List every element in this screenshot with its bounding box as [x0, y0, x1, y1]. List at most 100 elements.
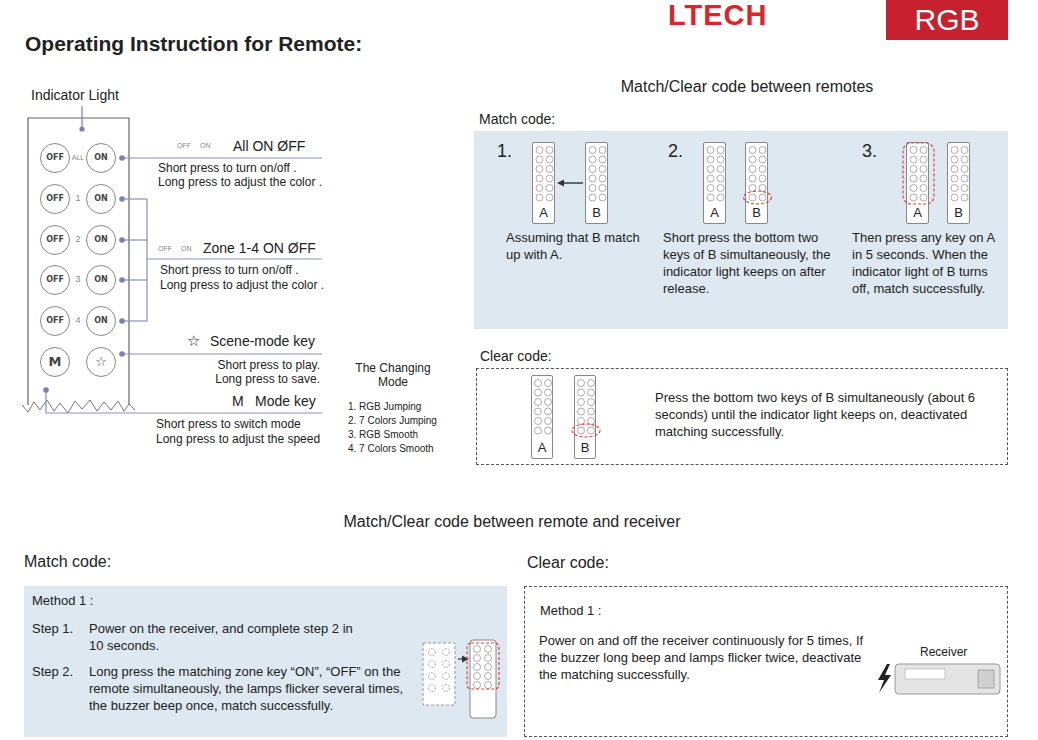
torn-edge: [22, 400, 135, 413]
node-text: Assuming that B match up with A.: [506, 230, 656, 264]
brand-logo: LTECH: [668, 0, 768, 33]
zone-label: 1: [75, 193, 80, 204]
callout-label: Indicator Light: [31, 87, 119, 104]
node-text: Method 1 :: [540, 603, 601, 620]
mini-remote: A: [906, 142, 929, 224]
remote-key: ON: [86, 143, 116, 173]
highlight-mark: [903, 143, 934, 204]
node-text: Clear code:: [480, 347, 552, 365]
remote-key: M: [40, 347, 70, 377]
list-item: 1. RGB Jumping: [348, 401, 421, 413]
node-text: A: [538, 440, 547, 456]
callout-heading: Mode key: [255, 393, 316, 410]
instruction-panel: Match code:1.Assuming that B match up wi…: [474, 131, 1008, 329]
key-icon-text: OFF: [158, 245, 172, 253]
instruction-panel: Clear code:Method 1 :Power on and off th…: [524, 586, 1008, 737]
remote-key: OFF: [40, 265, 70, 295]
node-text: Press the bottom two keys of B simultane…: [655, 390, 990, 441]
arrow-head: [462, 656, 469, 663]
remote-key: OFF: [40, 184, 70, 214]
callout-note: Long press to adjust the color .: [158, 175, 322, 189]
node-text: ON: [94, 235, 108, 245]
callout-note: Short press to play.: [218, 358, 321, 372]
node-text: ON: [94, 316, 108, 326]
mini-remote: B: [585, 142, 608, 224]
key-icon-text: ON: [200, 142, 211, 150]
instruction-panel: Match code:Method 1 :Step 1.Power on the…: [24, 586, 507, 737]
node-text: Step 2.: [32, 664, 73, 681]
list-item: 2. 7 Colors Jumping: [348, 415, 437, 427]
connector: [563, 182, 583, 183]
node-text: ON: [94, 275, 108, 285]
power-bolt: [878, 664, 891, 693]
key-icon-text: ON: [181, 245, 192, 253]
zone-label: 4: [75, 315, 80, 326]
node-text: B: [954, 205, 963, 221]
remote-key: ON: [86, 225, 116, 255]
node-text: Clear code:: [527, 553, 609, 574]
node-text: Step 1.: [32, 621, 73, 638]
remote-outline: [470, 640, 496, 718]
callout-heading: Zone 1-4 ON ØFF: [203, 240, 316, 257]
zone-label: 2: [75, 234, 80, 245]
node-text: OFF: [46, 194, 64, 204]
receiver-body: [895, 664, 1000, 694]
node-text: ON: [94, 153, 108, 163]
remote-key: OFF: [40, 225, 70, 255]
callout-note: Short press to turn on/off .: [158, 161, 297, 175]
node-text: B: [592, 205, 601, 221]
node-text: RGB: [914, 2, 979, 38]
mode-icon: M: [232, 393, 244, 410]
section-heading: Match/Clear code between remote and rece…: [343, 512, 680, 531]
panel-fill: [474, 131, 1008, 329]
node-text: Long press the matching zone key “ON”, “…: [89, 664, 423, 715]
mini-remote: A: [703, 142, 726, 224]
remote-body: [28, 118, 129, 405]
highlight-mark: [572, 424, 600, 437]
node-text: 2.: [668, 140, 683, 163]
node-text: Short press the bottom two keys of B sim…: [663, 230, 845, 298]
mini-remote: A: [532, 142, 555, 224]
remote-key: OFF: [40, 306, 70, 336]
node-text: OFF: [46, 275, 64, 285]
instruction-panel: Clear code:Press the bottom two keys of …: [476, 368, 1008, 465]
node-text: Power on the receiver, and complete step…: [89, 621, 361, 655]
part-name: Receiver: [920, 645, 967, 659]
remote-key: OFF: [40, 143, 70, 173]
node-text: 1.: [497, 140, 512, 163]
receiver-terminal: [978, 670, 994, 688]
key-icon-text: OFF: [177, 142, 191, 150]
highlight-mark: [744, 191, 772, 204]
panel-fill: [24, 586, 507, 737]
callout-note: Long press to adjust the color .: [160, 278, 324, 292]
mini-remote: A: [531, 375, 553, 459]
page-title: Operating Instruction for Remote:: [25, 31, 362, 56]
badge-box: RGB: [886, 0, 1008, 40]
remote-key: ON: [86, 306, 116, 336]
section-heading: Match/Clear code between remotes: [621, 77, 874, 96]
node-text: Power on and off the receiver continuous…: [539, 633, 869, 684]
mini-remote: B: [947, 142, 970, 224]
node-text: OFF: [46, 316, 64, 326]
node-text: A: [539, 205, 548, 221]
callout-note: Long press to adjust the speed: [156, 432, 320, 446]
highlight-mark: [467, 643, 499, 689]
node-text: OFF: [46, 153, 64, 163]
node-text: Match code:: [24, 552, 111, 573]
callout-heading: All ON ØFF: [233, 138, 305, 155]
remote-key: ON: [86, 184, 116, 214]
node-text: ON: [94, 194, 108, 204]
remote-key: ON: [86, 265, 116, 295]
list-item: 4. 7 Colors Smooth: [348, 443, 434, 455]
callout-heading: Scene-mode key: [210, 333, 315, 350]
mini-remote: B: [574, 375, 596, 459]
zone-label: ALL: [72, 154, 84, 162]
node-text: M: [49, 354, 62, 370]
star-icon: ☆: [187, 332, 200, 350]
arrow-head: [557, 180, 564, 187]
list-heading: The Changing Mode: [345, 361, 441, 390]
remote-key: ☆: [86, 347, 116, 377]
node-text: A: [710, 205, 719, 221]
callout-note: Long press to save.: [215, 372, 320, 386]
node-text: 3.: [862, 140, 877, 163]
